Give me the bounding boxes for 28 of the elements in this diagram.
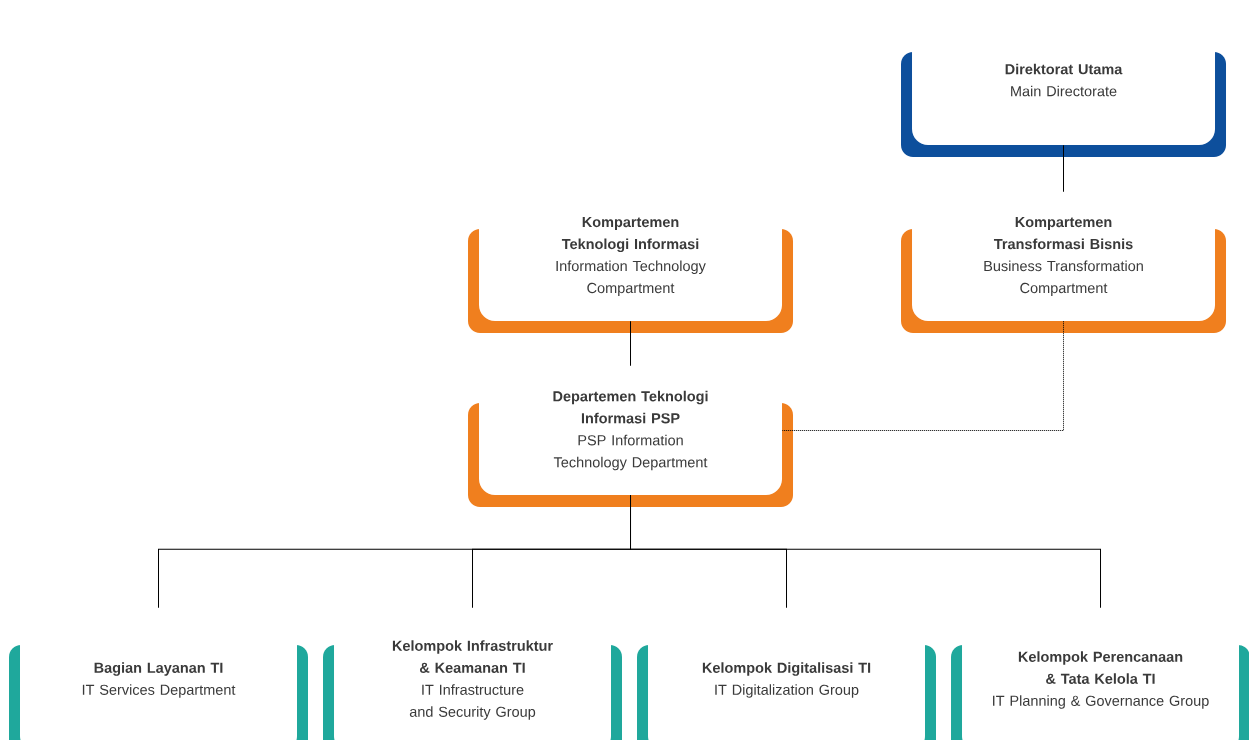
node-label: IT Planning & Governance Group: [993, 695, 1209, 709]
node-label: PSP Information Technology Department: [553, 434, 708, 471]
node-label: IT Infrastructure and Security Group: [409, 684, 536, 720]
org-box: Kompartemen Teknologi Informasi Information Technology Compartment: [468, 192, 793, 333]
node-label: Direktorat Utama: [1005, 63, 1123, 75]
org-box: Departemen Teknologi Informasi PSP PSP Information Technology Department: [468, 366, 793, 507]
org-box: Direktorat Utama Main Directorate: [901, 15, 1226, 157]
org-box: Bagian Layanan TI IT Services Department: [9, 608, 308, 740]
org-box: Kelompok Perencanaan & Tata Kelola TI IT Planning & Governance Group: [951, 608, 1249, 740]
connector-line: [781, 320, 1064, 431]
node-label: Main Directorate: [1011, 85, 1117, 97]
connector-line: [1063, 144, 1064, 193]
connector-line: [630, 320, 631, 367]
node-label: Kelompok Perencanaan & Tata Kelola TI: [1018, 651, 1183, 684]
node-label: IT Services Department: [82, 684, 236, 698]
org-box: Kompartemen Transformasi Bisnis Business Transformation Compartment: [901, 192, 1226, 333]
node-label: Bagian Layanan TI: [94, 662, 223, 676]
org-box: Kelompok Digitalisasi TI IT Digitalization Group: [637, 608, 936, 740]
node-label: Kelompok Digitalisasi TI: [702, 662, 871, 676]
node-label: IT Digitalization Group: [715, 684, 859, 698]
node-label: Kelompok Infrastruktur & Keamanan TI: [392, 640, 553, 673]
node-label: Departemen Teknologi Informasi PSP: [553, 390, 708, 424]
org-box: Kelompok Infrastruktur & Keamanan TI IT Infrastructure and Security Group: [323, 608, 622, 740]
node-label: Kompartemen Transformasi Bisnis: [993, 217, 1133, 250]
node-label: Business Transformation Compartment: [984, 260, 1143, 296]
node-label: Information Technology Compartment: [556, 260, 706, 296]
connector-line: [630, 494, 1101, 609]
node-label: Kompartemen Teknologi Informasi: [561, 217, 699, 253]
